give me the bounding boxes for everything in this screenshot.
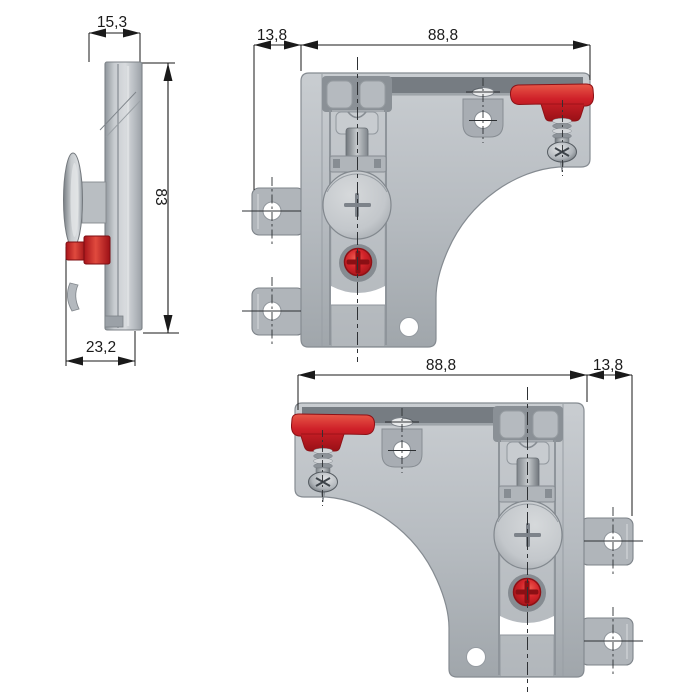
stop-bump: [326, 80, 353, 109]
arrowhead: [163, 63, 173, 81]
arrowhead: [89, 28, 106, 38]
arrowhead: [573, 40, 590, 50]
front-fixing-screw: [547, 100, 577, 176]
dim-label-side-bottom-depth: 23,2: [86, 339, 116, 356]
side-view-bracket-plate: [99, 61, 143, 331]
arrowhead: [66, 356, 83, 366]
phillips-slot: [554, 147, 570, 157]
arrowhead: [123, 28, 140, 38]
side-view: [0, 28, 179, 366]
dim-label-bottom-length: 88,8: [426, 357, 456, 374]
front-view-bottom-bracket: [290, 386, 644, 693]
screw-thread: [552, 117, 572, 139]
side-view-hook-tab: [67, 282, 80, 312]
front-view-top-bracket: [242, 57, 595, 362]
cutout: [331, 286, 385, 305]
stop-bump: [359, 80, 386, 109]
height-cam-disc: [322, 170, 392, 240]
front-view-bottom-dimensions: [297, 370, 633, 516]
arrowhead: [298, 370, 315, 380]
arm-recess-edge: [325, 93, 583, 96]
side-view-fixing-screw: [0, 60, 1, 140]
arrowhead: [615, 370, 632, 380]
arrowhead: [587, 370, 604, 380]
side-view-cam-disc: [63, 152, 107, 248]
arrowhead: [163, 315, 173, 333]
arrowhead: [118, 356, 135, 366]
dim-label-side-top-width: 15,3: [97, 14, 127, 31]
arrowhead: [570, 370, 587, 380]
dim-label-top-length: 88,8: [428, 27, 458, 44]
dim-label-bottom-offset: 13,8: [593, 357, 623, 374]
arrowhead: [254, 40, 271, 50]
dim-label-side-height: 83: [152, 188, 169, 205]
bottom-screw-hole: [399, 317, 419, 337]
front-view-top-dimensions: [253, 40, 591, 190]
dim-label-top-offset: 13,8: [257, 27, 287, 44]
arrowhead: [301, 40, 318, 50]
arrowhead: [284, 40, 301, 50]
side-view-red-adjuster: [65, 235, 111, 265]
